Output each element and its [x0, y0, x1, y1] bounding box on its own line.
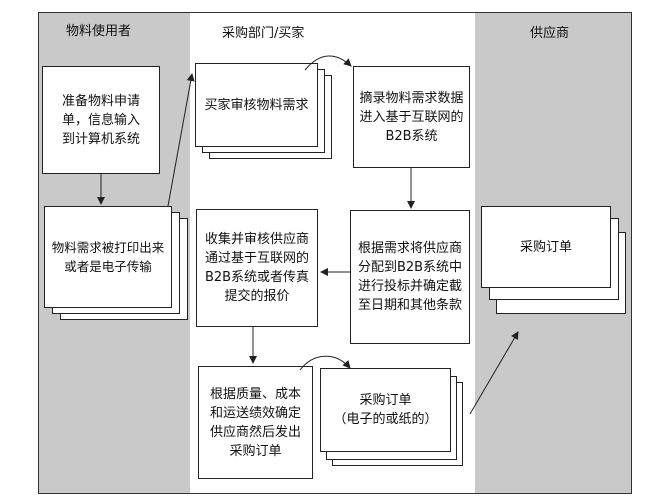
node-po-supplier-label: 采购订单 [519, 239, 572, 255]
node-collect-quotes: 收集并审核供应商 通过基于互联网的 B2B系统或者传真 提交的报价 [196, 209, 318, 327]
node-buyer-review-label: 买家审核物料需求 [204, 97, 309, 113]
lane-title-purchasing: 采购部门/买家 [222, 26, 305, 41]
lane-title-supplier: 供应商 [530, 26, 570, 41]
node-po-supplier: 采购订单 [481, 206, 611, 288]
node-allocate-suppliers-label: 根据需求将供应商 分配到B2B系统中 进行投标并确定截 至日期和其他条款 [357, 241, 463, 313]
node-prepare-request-label: 准备物料申请 单，信息输入 到计算机系统 [61, 93, 140, 147]
arrow-review-to-extract [304, 55, 352, 71]
node-po-document: 采购订单 （电子的或纸的） [320, 368, 451, 452]
node-prepare-request: 准备物料申请 单，信息输入 到计算机系统 [42, 66, 160, 174]
node-collect-quotes-label: 收集并审核供应商 通过基于互联网的 B2B系统或者传真 提交的报价 [204, 232, 310, 304]
node-buyer-review: 买家审核物料需求 [195, 63, 318, 147]
node-print-transmit-label: 物料需求被打印出来 或者是电子传输 [51, 240, 165, 274]
node-print-transmit: 物料需求被打印出来 或者是电子传输 [44, 206, 172, 308]
node-extract-b2b: 摘录物料需求数据 进入基于互联网的 B2B系统 [353, 66, 470, 168]
diagram-frame [38, 12, 632, 494]
arrow-print-to-review [167, 73, 195, 207]
node-po-document-label: 采购订单 （电子的或纸的） [333, 393, 438, 427]
arrow-select-to-po-doc [299, 355, 351, 371]
node-select-supplier-label: 根据质量、成本 和运送绩效确定 供应商然后发出 采购订单 [209, 386, 301, 459]
node-allocate-suppliers: 根据需求将供应商 分配到B2B系统中 进行投标并确定截 至日期和其他条款 [350, 210, 470, 344]
lane-title-user: 物料使用者 [66, 24, 132, 39]
arrow-po-doc-to-supplier [469, 331, 519, 415]
node-extract-b2b-label: 摘录物料需求数据 进入基于互联网的 B2B系统 [359, 90, 464, 144]
node-select-supplier: 根据质量、成本 和运送绩效确定 供应商然后发出 采购订单 [198, 366, 313, 479]
